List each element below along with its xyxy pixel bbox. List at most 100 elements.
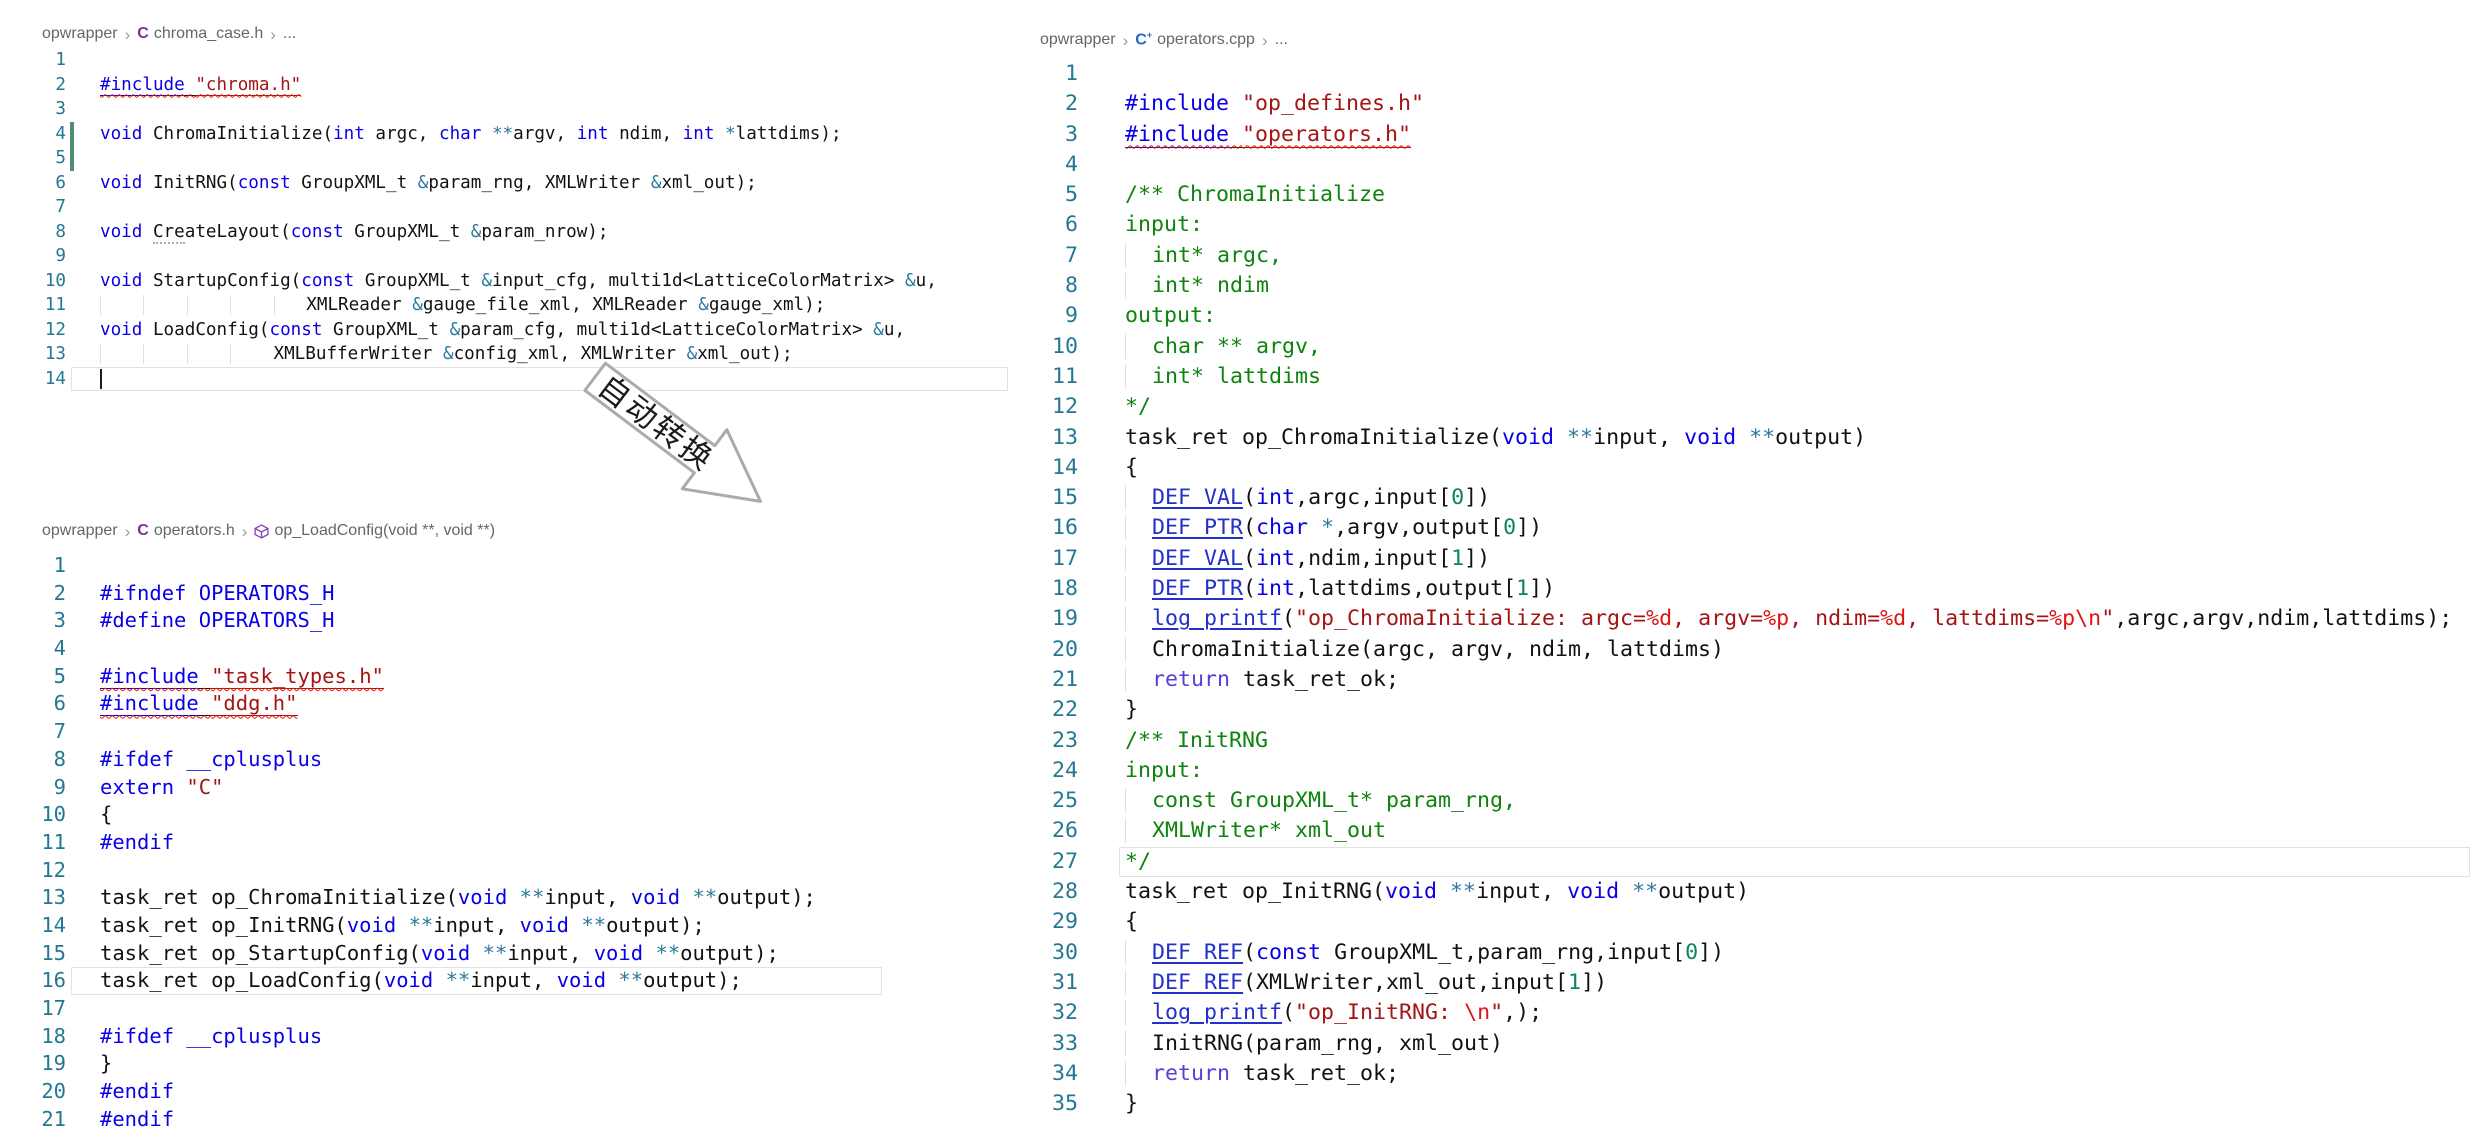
- code-line[interactable]: 9: [30, 244, 1010, 269]
- line-number[interactable]: 20: [1051, 636, 1078, 662]
- code-line[interactable]: 35}: [1010, 1089, 2470, 1119]
- line-number[interactable]: 3: [53, 608, 66, 633]
- line-number[interactable]: 11: [41, 829, 66, 854]
- line-number[interactable]: 26: [1051, 818, 1078, 844]
- code-line[interactable]: 31 DEF_REF(XMLWriter,xml_out,input[1]): [1010, 968, 2470, 998]
- line-number[interactable]: 21: [1051, 666, 1078, 692]
- line-number[interactable]: 14: [41, 912, 66, 937]
- breadcrumb-item[interactable]: op_LoadConfig(void **, void **): [274, 522, 496, 539]
- breadcrumb-item[interactable]: chroma_case.h: [153, 25, 264, 42]
- line-number[interactable]: 7: [53, 719, 66, 744]
- code-line[interactable]: 17 DEF_VAL(int,ndim,input[1]): [1010, 544, 2470, 574]
- line-number[interactable]: 7: [1064, 242, 1078, 268]
- line-number[interactable]: 6: [1064, 212, 1078, 238]
- code-line[interactable]: 27*/: [1010, 846, 2470, 878]
- code-line[interactable]: 3#include "operators.h": [1010, 120, 2470, 150]
- line-number[interactable]: 25: [1051, 788, 1078, 814]
- line-number[interactable]: 9: [1064, 303, 1078, 329]
- line-number[interactable]: 19: [41, 1051, 66, 1076]
- code-line[interactable]: 25 const GroupXML_t* param_rng,: [1010, 786, 2470, 816]
- breadcrumb-item[interactable]: opwrapper: [42, 25, 118, 42]
- line-number[interactable]: 17: [41, 996, 66, 1020]
- code-line[interactable]: 6#include "ddg.h": [30, 690, 1010, 718]
- line-number[interactable]: 18: [1051, 576, 1078, 602]
- line-number[interactable]: 28: [1051, 879, 1078, 905]
- code-line[interactable]: 1: [30, 552, 1010, 580]
- line-number[interactable]: 2: [1064, 91, 1078, 117]
- line-number[interactable]: 32: [1051, 1000, 1078, 1026]
- code-line[interactable]: 2#ifndef OPERATORS_H: [30, 580, 1010, 608]
- breadcrumb-item[interactable]: ...: [1274, 31, 1288, 48]
- line-number[interactable]: 10: [41, 802, 66, 827]
- line-number[interactable]: 12: [41, 857, 66, 882]
- code-line[interactable]: 10{: [30, 801, 1010, 829]
- line-number[interactable]: 35: [1051, 1091, 1078, 1117]
- code-line[interactable]: 8 int* ndim: [1010, 271, 2470, 301]
- code-line[interactable]: 11#endif: [30, 829, 1010, 857]
- code-line[interactable]: 5: [30, 146, 1010, 171]
- line-number[interactable]: 8: [53, 746, 66, 771]
- line-number[interactable]: 29: [1051, 909, 1078, 935]
- code-line[interactable]: 1: [30, 48, 1010, 73]
- code-line[interactable]: 26 XMLWriter* xml_out: [1010, 816, 2470, 846]
- line-number[interactable]: 20: [41, 1079, 66, 1104]
- breadcrumb-item[interactable]: opwrapper: [42, 522, 118, 539]
- code-line[interactable]: 33 InitRNG(param_rng, xml_out): [1010, 1029, 2470, 1059]
- code-line[interactable]: 3#define OPERATORS_H: [30, 607, 1010, 635]
- code-line[interactable]: 20#endif: [30, 1078, 1010, 1106]
- code-line[interactable]: 4: [30, 635, 1010, 663]
- code-line[interactable]: 14{: [1010, 453, 2470, 483]
- line-number[interactable]: 16: [41, 968, 66, 993]
- line-number[interactable]: 13: [44, 344, 66, 364]
- code-line[interactable]: 8#ifdef __cplusplus: [30, 746, 1010, 774]
- code-line[interactable]: 30 DEF_REF(const GroupXML_t,param_rng,in…: [1010, 938, 2470, 968]
- code-line[interactable]: 19 log_printf("op_ChromaInitialize: argc…: [1010, 604, 2470, 634]
- code-line[interactable]: 13 XMLBufferWriter &config_xml, XMLWrite…: [30, 342, 1010, 367]
- code-line[interactable]: 18 DEF_PTR(int,lattdims,output[1]): [1010, 574, 2470, 604]
- line-number[interactable]: 15: [1051, 485, 1078, 511]
- line-number[interactable]: 34: [1051, 1060, 1078, 1086]
- code-line[interactable]: 7: [30, 195, 1010, 220]
- code-line[interactable]: 7: [30, 718, 1010, 746]
- line-number[interactable]: 30: [1051, 939, 1078, 965]
- line-number[interactable]: 5: [55, 148, 66, 168]
- line-number[interactable]: 13: [41, 885, 66, 910]
- code-line[interactable]: 1: [1010, 59, 2470, 89]
- breadcrumb-item[interactable]: opwrapper: [1040, 31, 1116, 48]
- line-number[interactable]: 8: [1064, 273, 1078, 299]
- line-number[interactable]: 12: [1051, 394, 1078, 420]
- line-number[interactable]: 15: [41, 940, 66, 965]
- line-number[interactable]: 21: [41, 1106, 66, 1131]
- line-number[interactable]: 5: [1064, 182, 1078, 208]
- code-line[interactable]: 12*/: [1010, 392, 2470, 422]
- breadcrumb-item[interactable]: operators.cpp: [1157, 31, 1255, 48]
- code-line[interactable]: 3: [30, 97, 1010, 122]
- code-line[interactable]: 14: [30, 366, 1010, 392]
- line-number[interactable]: 5: [53, 663, 66, 688]
- line-number[interactable]: 11: [1051, 363, 1078, 389]
- line-number[interactable]: 7: [55, 197, 66, 217]
- code-line[interactable]: 18#ifdef __cplusplus: [30, 1023, 1010, 1051]
- line-number[interactable]: 4: [55, 123, 66, 144]
- code-line[interactable]: 15 DEF_VAL(int,argc,input[0]): [1010, 483, 2470, 513]
- line-number[interactable]: 22: [1051, 697, 1078, 723]
- line-number[interactable]: 19: [1051, 606, 1078, 632]
- code-line[interactable]: 32 log_printf("op_InitRNG: \n",);: [1010, 998, 2470, 1028]
- line-number[interactable]: 3: [55, 99, 66, 119]
- code-line[interactable]: 2#include "chroma.h": [30, 73, 1010, 98]
- code-line[interactable]: 5/** ChromaInitialize: [1010, 180, 2470, 210]
- code-line[interactable]: 2#include "op_defines.h": [1010, 89, 2470, 119]
- line-number[interactable]: 13: [1051, 424, 1078, 450]
- code-line[interactable]: 16 DEF_PTR(char *,argv,output[0]): [1010, 513, 2470, 543]
